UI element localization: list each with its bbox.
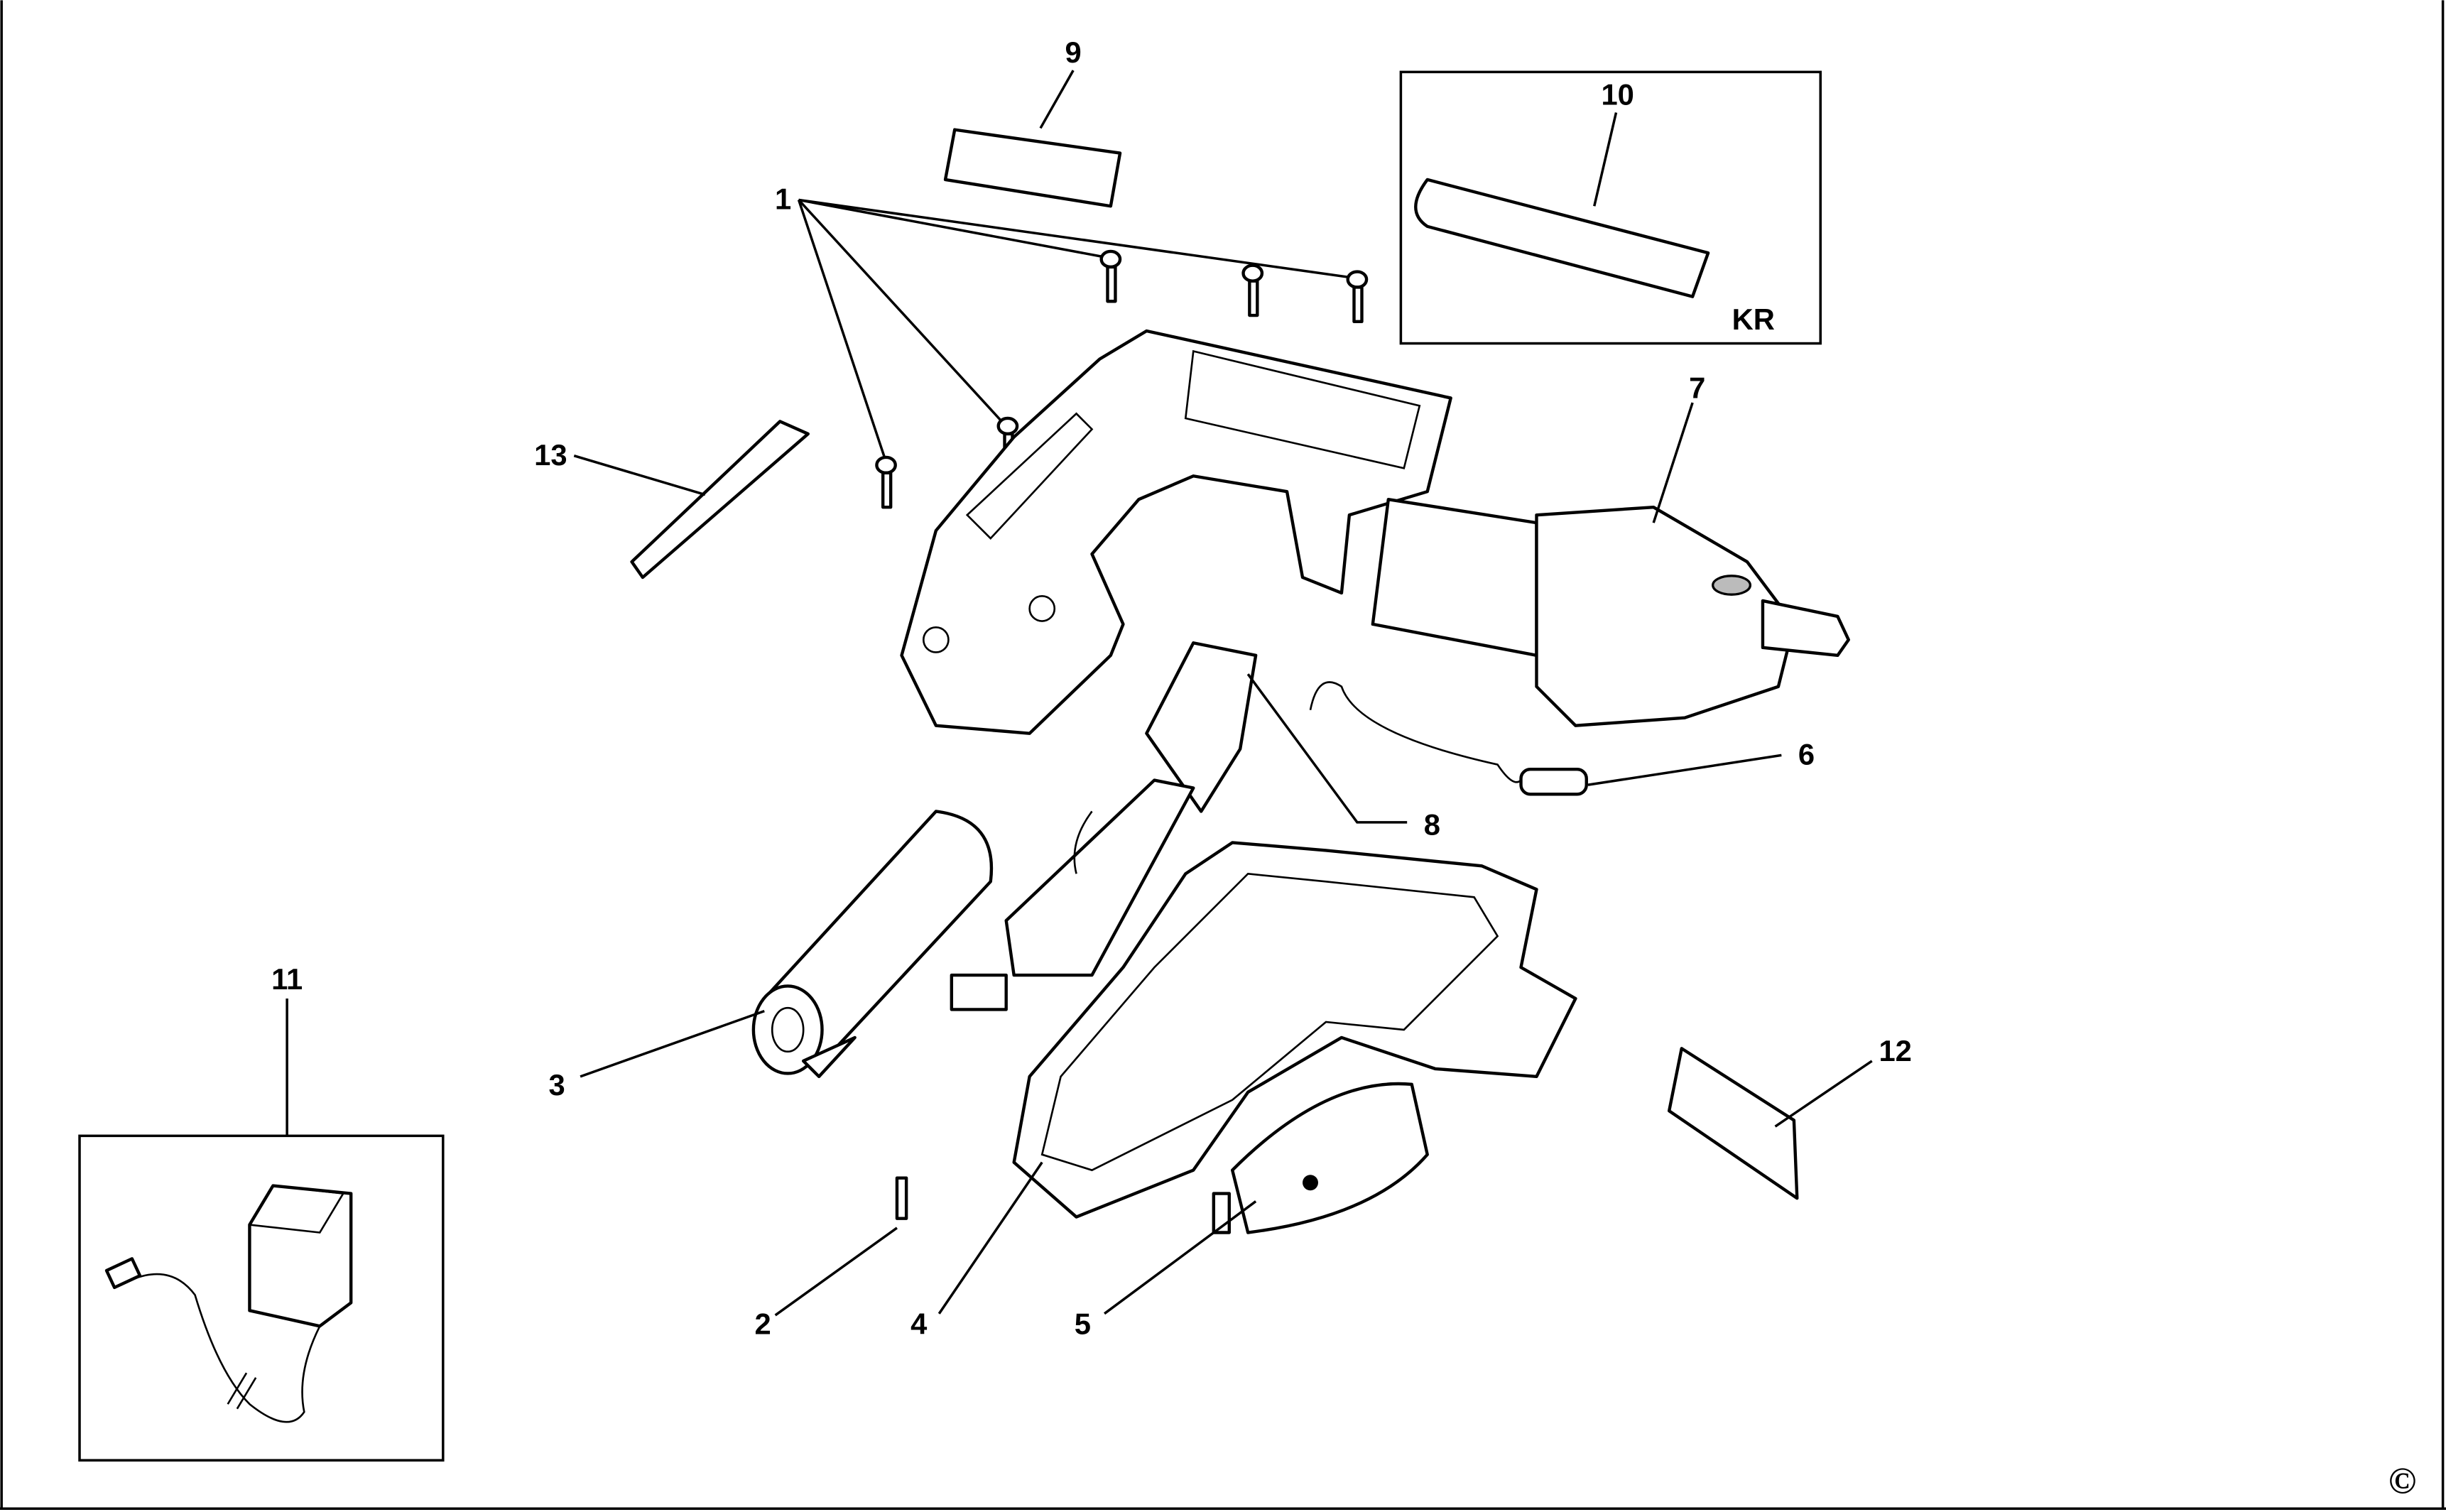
part-8-pcb [950, 641, 1258, 1011]
part-9-label [943, 128, 1122, 208]
leader-4 [937, 1161, 1043, 1315]
kr-label: KR [1732, 303, 1775, 336]
callout-11: 11 [271, 962, 303, 996]
leader-13 [573, 455, 706, 496]
part-1-screws [797, 198, 1369, 509]
callout-5: 5 [1075, 1307, 1091, 1340]
leader-9 [1039, 70, 1075, 129]
leader-2 [774, 1227, 898, 1317]
callout-6: 6 [1798, 738, 1815, 771]
leader-8 [1246, 673, 1408, 824]
leader-10 [1593, 112, 1618, 207]
leader-6 [1587, 754, 1782, 786]
part-10-label [1414, 178, 1710, 298]
callout-8: 8 [1424, 807, 1440, 841]
part-11-charger [104, 1184, 353, 1423]
callout-1: 1 [775, 183, 791, 216]
part-6-switch [1309, 681, 1588, 796]
callout-12: 12 [1879, 1034, 1911, 1067]
part-13-strip [630, 420, 810, 580]
callout-4: 4 [911, 1307, 927, 1340]
callout-2: 2 [754, 1307, 771, 1340]
part-12-label [1667, 1047, 1799, 1200]
part-11-box [78, 1134, 445, 1462]
copyright-mark: © [2388, 1460, 2416, 1501]
callout-3: 3 [549, 1068, 565, 1102]
part-4-housing-lower [1012, 841, 1577, 1219]
callout-7: 7 [1689, 371, 1705, 404]
leader-3 [580, 1009, 765, 1078]
part-10-box [1399, 70, 1822, 345]
part-7-motor-gearbox [1371, 497, 1850, 727]
leader-5 [1104, 1200, 1257, 1315]
part-5-cap [1212, 1082, 1429, 1234]
part-2-pin [895, 1176, 908, 1220]
leader-7 [1652, 402, 1694, 523]
callout-13: 13 [534, 438, 567, 472]
leader-12 [1774, 1060, 1873, 1128]
callout-10: 10 [1601, 77, 1634, 111]
part-3-battery [751, 810, 994, 1079]
callout-9: 9 [1065, 36, 1082, 69]
housing-upper [900, 329, 1452, 735]
